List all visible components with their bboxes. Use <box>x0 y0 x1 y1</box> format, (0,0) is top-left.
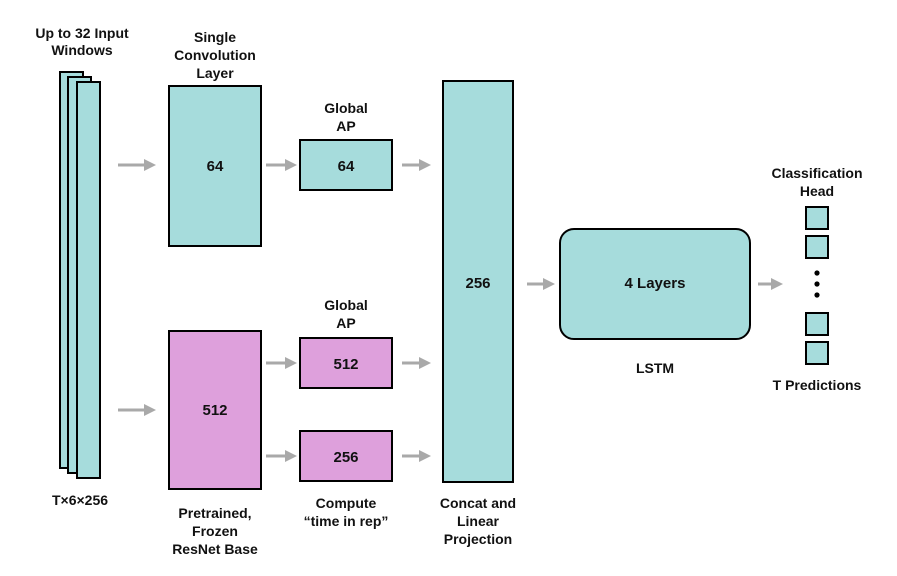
ellipsis-dot <box>814 270 820 276</box>
input-title-line2: Windows <box>51 42 113 58</box>
concat-caption-line2: Linear <box>457 513 500 529</box>
lstm-box <box>559 228 751 340</box>
gap-bottom-value: 512 <box>333 356 358 373</box>
conv-title-line2: Convolution <box>174 47 256 63</box>
gap-bottom-title-line2: AP <box>336 315 355 331</box>
arrow-resnet-to-time <box>266 450 297 462</box>
head-caption: T Predictions <box>773 377 862 393</box>
head-output-cell <box>805 312 829 336</box>
conv-layer-box <box>168 85 262 247</box>
input-title-line1: Up to 32 Input <box>35 25 129 41</box>
resnet-box <box>168 330 262 490</box>
input-window-front <box>76 81 101 479</box>
lstm-value: 4 Layers <box>625 275 686 292</box>
conv-layer-value: 64 <box>207 158 224 175</box>
conv-title-line3: Layer <box>196 65 234 81</box>
conv-title-line1: Single <box>194 29 236 45</box>
arrow-resnet-to-gap <box>266 357 297 369</box>
resnet-caption-line2: Frozen <box>192 523 238 539</box>
gap-top-title-line1: Global <box>324 100 368 116</box>
gap-bottom-title-line1: Global <box>324 297 368 313</box>
gap-top-title-line2: AP <box>336 118 355 134</box>
lstm-caption: LSTM <box>636 360 674 376</box>
ellipsis-dot <box>814 281 820 287</box>
time-in-rep-box <box>299 430 393 482</box>
head-output-cell <box>805 206 829 230</box>
arrow-input-to-conv <box>118 159 156 171</box>
arrow-conv-to-gap <box>266 159 297 171</box>
gap-top-box <box>299 139 393 191</box>
input-dims-label: T×6×256 <box>52 492 108 508</box>
time-in-rep-value: 256 <box>333 449 358 466</box>
concat-caption-line1: Concat and <box>440 495 516 511</box>
ellipsis-dot <box>814 292 820 298</box>
concat-projection-value: 256 <box>465 275 490 292</box>
head-output-cell <box>805 235 829 259</box>
arrow-time-to-concat <box>402 450 431 462</box>
resnet-caption-line3: ResNet Base <box>172 541 258 557</box>
input-windows-stack <box>59 71 101 479</box>
time-in-rep-caption-line2: “time in rep” <box>304 513 389 529</box>
arrow-concat-to-lstm <box>527 278 555 290</box>
gap-top-value: 64 <box>338 158 355 175</box>
concat-caption-line3: Projection <box>444 531 512 547</box>
head-title-line2: Head <box>800 183 834 199</box>
classification-head-stack <box>805 206 829 365</box>
concat-projection-box <box>442 80 514 483</box>
arrow-lstm-to-head <box>758 278 783 290</box>
resnet-caption-line1: Pretrained, <box>178 505 251 521</box>
time-in-rep-caption-line1: Compute <box>316 495 377 511</box>
resnet-value: 512 <box>202 402 227 419</box>
head-output-cell <box>805 341 829 365</box>
gap-bottom-box <box>299 337 393 389</box>
arrow-gap-top-to-concat <box>402 159 431 171</box>
head-title-line1: Classification <box>771 165 862 181</box>
arrow-gap-bottom-to-concat <box>402 357 431 369</box>
arrow-input-to-resnet <box>118 404 156 416</box>
